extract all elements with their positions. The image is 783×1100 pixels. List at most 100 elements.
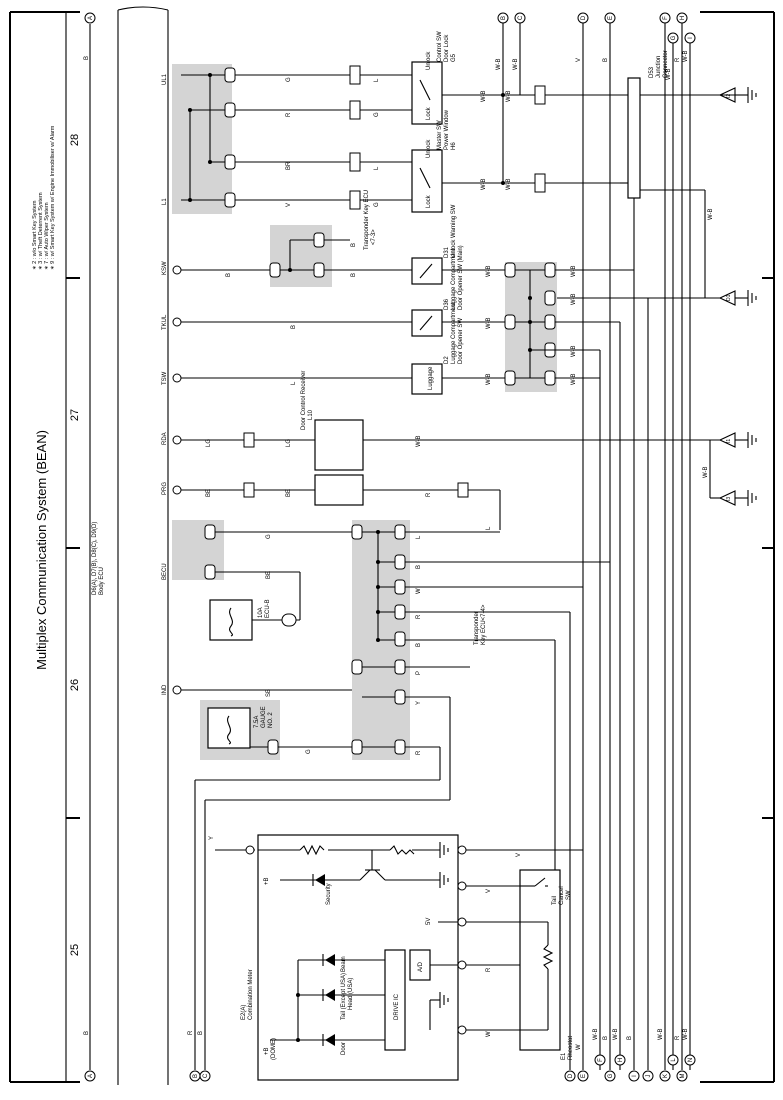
wire-label-WB: W-B <box>486 265 492 277</box>
connector-c <box>394 739 406 755</box>
fuse-symbol <box>229 607 233 637</box>
tail-cancel-1: Tail <box>552 896 558 905</box>
bus-labels: W-B W-B V B W-B R W-B <box>496 50 689 80</box>
wire-label-B: B <box>627 1036 633 1040</box>
junction-connectors <box>504 262 556 386</box>
page-marker-26: 26 <box>69 679 81 691</box>
rheostat-resistor <box>542 944 554 970</box>
meter-pin-LP <box>245 845 255 855</box>
d36-luggage-opener-main <box>411 309 443 337</box>
wire-label-V: V <box>516 853 522 857</box>
h6-unlock: Unlock <box>426 139 432 158</box>
h6-label-2: Power Window <box>444 109 450 150</box>
wire-label-LG: LG <box>206 439 212 447</box>
wire-label-R: R <box>416 750 422 755</box>
bottom-connectors: B C D E F G H I J K L M N <box>189 1054 696 1082</box>
connector-j <box>544 314 556 330</box>
meter-pin-TR <box>457 960 467 970</box>
wire-label-B: B <box>351 243 357 247</box>
pin-IND-terminal <box>172 685 182 695</box>
bottom-connector-L-label: L <box>671 1058 677 1062</box>
connector-c <box>394 554 406 570</box>
fuse-ecu-b <box>209 599 253 641</box>
pin-IND: IND <box>162 684 168 695</box>
tail-cancel-3: SW <box>566 890 572 900</box>
bottom-connector-K-label: K <box>663 1074 669 1078</box>
junction-labels: W-B W-B W-B W-B W-B W-B W-B <box>486 265 577 385</box>
d2-label-2: Luggage Compartment <box>451 302 457 364</box>
security-led-icon <box>315 874 325 886</box>
connector-l1-b <box>224 192 236 208</box>
connector-ul1-b <box>224 102 236 118</box>
d31-unlock-warning-sw <box>411 257 443 285</box>
d36-switch-arm <box>419 315 433 331</box>
pin-TKUL: TKUL <box>162 314 168 330</box>
page-marker-27: 27 <box>69 409 81 421</box>
wire-label-WB: W-B <box>416 435 422 447</box>
center-wire-labels: L B W R B P Y R <box>416 535 422 755</box>
top-connector-C-label: C <box>518 15 524 20</box>
wire-label-WB: W-B <box>486 317 492 329</box>
wire-label-G: G <box>374 202 380 207</box>
bottom-connector-D-label: D <box>568 1073 574 1078</box>
connector-c <box>351 524 363 540</box>
meter-pin-TC <box>457 881 467 891</box>
connector-ul1-a <box>224 67 236 83</box>
wire-label-WB: W-B <box>593 1028 599 1040</box>
wire-label-V: V <box>286 203 292 207</box>
wire-label-R: R <box>675 57 681 62</box>
connector-gauge <box>267 739 279 755</box>
connector-gd2 <box>534 85 546 105</box>
connector-j <box>504 262 516 278</box>
splice <box>501 93 505 97</box>
bottom-connector-C-label: C <box>203 1073 209 1078</box>
d2-label-3: Door Opener SW <box>458 318 464 364</box>
top-connector-I-label: I <box>688 37 694 39</box>
splice <box>296 993 300 997</box>
top-connector-G-label: G <box>671 35 677 40</box>
wire-label-WB: W-B <box>496 58 502 70</box>
wire-label-B: B <box>351 273 357 277</box>
fuse-symbol <box>227 715 231 745</box>
pin-L1: L1 <box>162 198 168 205</box>
connector-hd1-a <box>349 152 361 172</box>
wire-label-V: V <box>486 889 492 893</box>
g5-label-2: Door Lock <box>444 34 450 62</box>
h6-switch-arm <box>419 167 431 189</box>
wire-label-WB: W-B <box>481 90 487 102</box>
connector-gd1-b <box>349 100 361 120</box>
connector-A-bottom-label: A <box>88 1074 94 1078</box>
bottom-connector-I <box>628 1070 640 1082</box>
body-ecu-box <box>117 6 169 1085</box>
bottom-connector-L <box>667 1054 679 1066</box>
e2-label-2: Combination Meter <box>248 969 254 1020</box>
wire-label-B: B <box>84 1031 90 1035</box>
wire-label-WB: W-B <box>658 1028 664 1040</box>
body-ecu-label-2: Body ECU <box>99 567 105 595</box>
note-3: ∗ 7 : w/ Auto Wiper System <box>44 202 50 270</box>
d36-label-1: D36 <box>444 298 450 310</box>
tail-led-icon <box>325 989 335 1001</box>
bottom-connector-E <box>577 1070 589 1082</box>
page-title: Multiplex Communication System (BEAN) <box>34 430 49 670</box>
wire-label-V: V <box>576 58 582 62</box>
wire-label-BE: BE <box>266 571 272 579</box>
bottom-connector-D <box>564 1070 576 1082</box>
wire-label-W: W <box>416 588 422 594</box>
wire-label-G: G <box>286 77 292 82</box>
d2-label-1: D2 <box>444 356 450 364</box>
connector-ksw-b <box>313 262 325 278</box>
g5-labels: G5 Door Lock Control SW Unlock Lock <box>426 31 457 120</box>
connector-fuse1 <box>281 613 297 627</box>
bottom-connector-H-label: H <box>618 1058 624 1062</box>
d53-label-2: Junction <box>656 56 662 78</box>
splice <box>376 530 380 534</box>
connector-j <box>504 370 516 386</box>
wire-label-B: B <box>84 56 90 60</box>
bottom-connector-G <box>604 1070 616 1082</box>
splice <box>528 320 532 324</box>
meter-tail-2: Head (USA) <box>348 978 354 1010</box>
bottom-connector-F <box>594 1054 606 1066</box>
wire-label-R: R <box>286 112 292 117</box>
